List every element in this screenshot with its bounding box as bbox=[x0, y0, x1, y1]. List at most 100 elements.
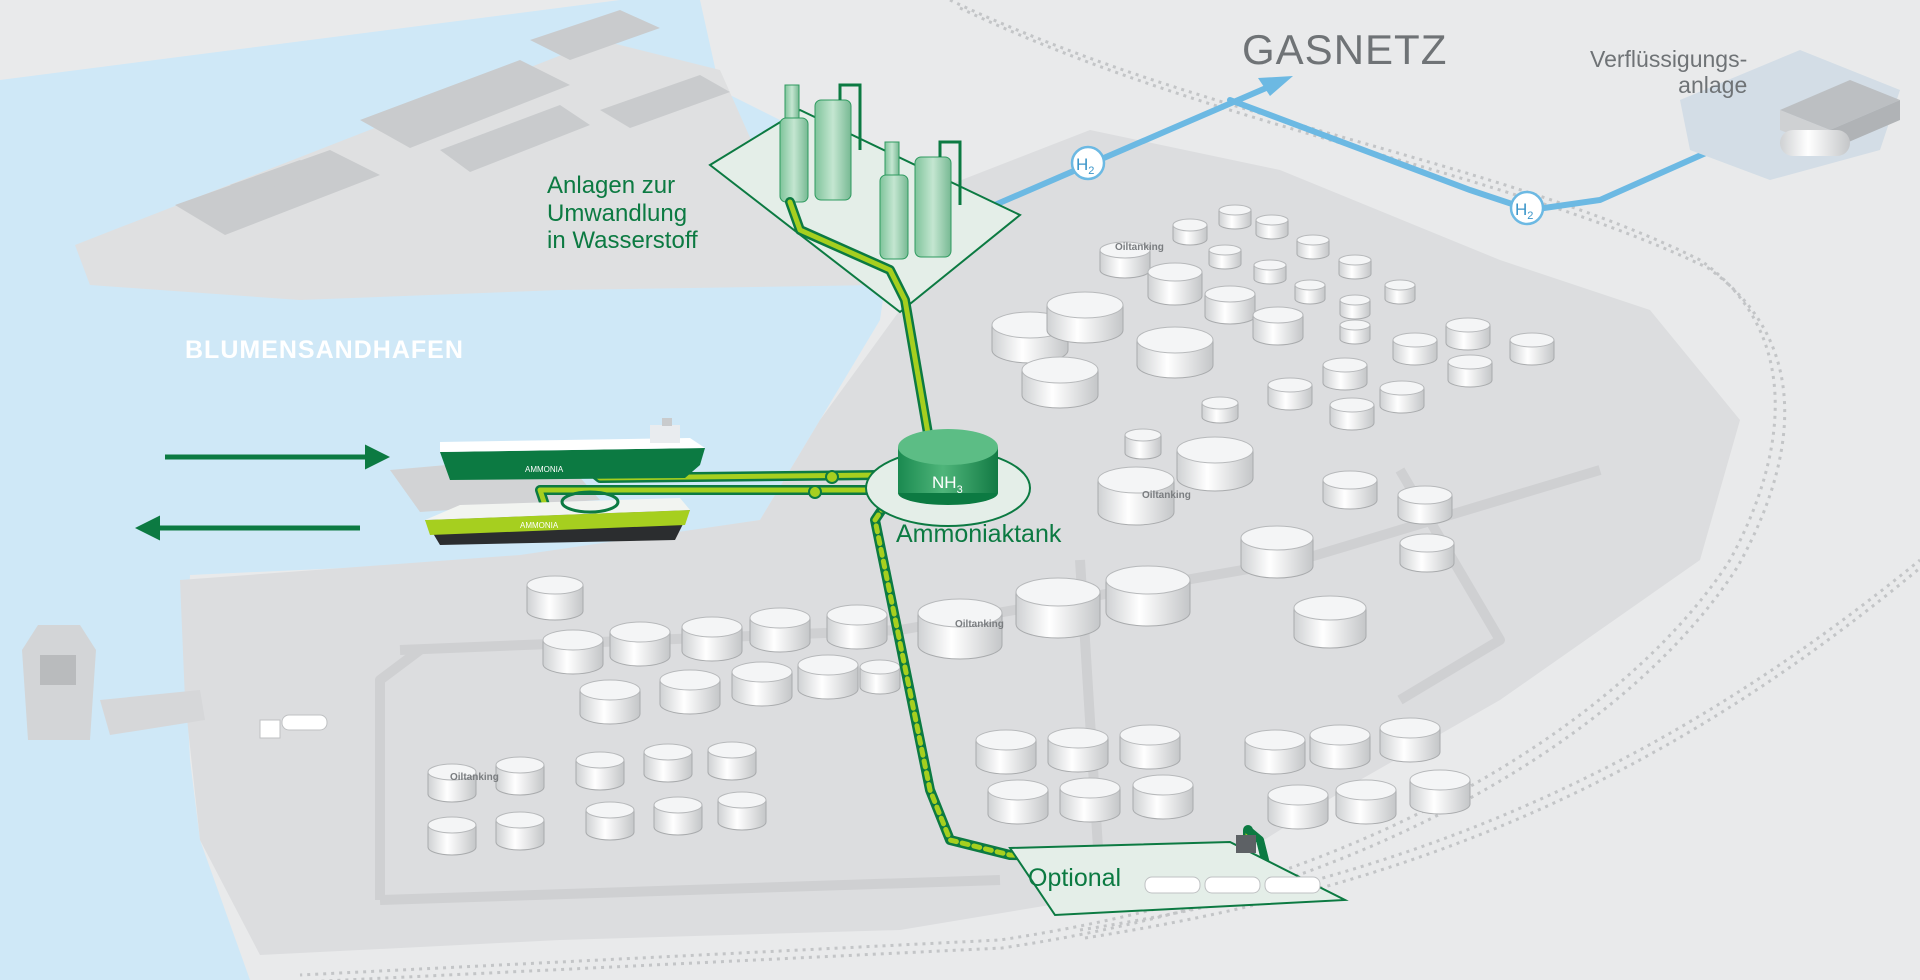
storage-tank-roof bbox=[1172, 218, 1208, 232]
storage-tank-roof bbox=[1509, 332, 1555, 348]
storage-tank-roof bbox=[1267, 784, 1329, 806]
conversion-plant[interactable] bbox=[708, 83, 1022, 314]
optional-rail-loading[interactable] bbox=[1008, 835, 1349, 917]
storage-tank-roof bbox=[1338, 254, 1372, 266]
optional-label: Optional bbox=[1028, 864, 1122, 892]
svg-text:AMMONIA: AMMONIA bbox=[525, 465, 564, 474]
storage-tank-roof bbox=[659, 669, 721, 691]
storage-tank-roof bbox=[643, 743, 693, 761]
storage-tank bbox=[653, 804, 703, 836]
storage-tank-roof bbox=[1218, 204, 1252, 216]
storage-tank-roof bbox=[1322, 357, 1368, 373]
storage-tank-roof bbox=[749, 607, 811, 629]
storage-tank-roof bbox=[1397, 485, 1453, 505]
storage-tank-roof bbox=[585, 801, 635, 819]
liquefaction-label-line1: Verflüssigungs- bbox=[1590, 46, 1748, 72]
storage-tank-roof bbox=[1399, 533, 1455, 553]
storage-tank bbox=[495, 764, 545, 796]
south-quay bbox=[100, 690, 205, 735]
storage-tank-roof bbox=[1204, 285, 1256, 303]
tank-brand-label: Oiltanking bbox=[1142, 490, 1191, 501]
storage-tank-roof bbox=[1392, 332, 1438, 348]
storage-tank-roof bbox=[1335, 779, 1397, 801]
tank-brand-label: Oiltanking bbox=[1115, 242, 1164, 253]
storage-tank bbox=[495, 819, 545, 851]
tanker-truck bbox=[259, 714, 328, 739]
tank-brand-label: Oiltanking bbox=[450, 772, 499, 783]
storage-tank-roof bbox=[1309, 724, 1371, 746]
ammonia-tank[interactable]: NH3 bbox=[865, 429, 1031, 527]
storage-tank-roof bbox=[579, 679, 641, 701]
storage-tank-roof bbox=[1379, 717, 1441, 739]
storage-tank-roof bbox=[859, 659, 901, 675]
h2-badge-liquefaction: H2 bbox=[1509, 190, 1545, 226]
storage-tank-roof bbox=[975, 729, 1037, 751]
storage-tank-roof bbox=[1329, 397, 1375, 413]
storage-tank-roof bbox=[1296, 234, 1330, 246]
storage-tank bbox=[585, 809, 635, 841]
storage-tank-roof bbox=[1384, 279, 1416, 291]
storage-tank-roof bbox=[1339, 319, 1371, 331]
storage-tank-roof bbox=[427, 816, 477, 834]
nh3-tank-formula: NH3 bbox=[932, 473, 963, 496]
storage-tank bbox=[717, 799, 767, 831]
tank-brand-label: Oiltanking bbox=[955, 619, 1004, 630]
storage-tank-roof bbox=[1293, 595, 1367, 621]
storage-tank-roof bbox=[1240, 525, 1314, 551]
svg-text:H2: H2 bbox=[1515, 200, 1533, 222]
h2-badge-gas-grid: H2 bbox=[1070, 145, 1106, 181]
storage-tank-roof bbox=[575, 751, 625, 769]
storage-tank-roof bbox=[1097, 466, 1175, 494]
storage-tank-roof bbox=[1267, 377, 1313, 393]
storage-tank-roof bbox=[1322, 470, 1378, 490]
storage-tank-roof bbox=[609, 621, 671, 643]
storage-tank-roof bbox=[826, 604, 888, 626]
svg-text:AMMONIA: AMMONIA bbox=[520, 521, 559, 530]
bunker-vessel: AMMONIA bbox=[425, 490, 690, 545]
storage-tank-roof bbox=[1244, 729, 1306, 751]
storage-tank-roof bbox=[1201, 396, 1239, 410]
storage-tank-roof bbox=[542, 629, 604, 651]
storage-tank-roof bbox=[1252, 306, 1304, 324]
storage-tank bbox=[575, 759, 625, 791]
gas-grid-arrow bbox=[1258, 76, 1293, 96]
storage-tank-roof bbox=[1119, 724, 1181, 746]
conversion-label-line1: Anlagen zur bbox=[547, 172, 676, 199]
storage-tank bbox=[1252, 314, 1304, 346]
svg-text:H2: H2 bbox=[1076, 155, 1094, 177]
storage-tank-roof bbox=[1099, 241, 1151, 259]
storage-tank-roof bbox=[717, 791, 767, 809]
cruise-ship bbox=[22, 625, 96, 740]
storage-tank bbox=[427, 824, 477, 856]
storage-tank bbox=[643, 751, 693, 783]
storage-tank-roof bbox=[1447, 354, 1493, 370]
storage-tank-roof bbox=[1132, 774, 1194, 796]
storage-tank-roof bbox=[987, 779, 1049, 801]
storage-tank-roof bbox=[1015, 577, 1101, 607]
storage-tank-roof bbox=[1147, 262, 1203, 282]
storage-tank-roof bbox=[917, 598, 1003, 628]
storage-tank bbox=[859, 666, 901, 695]
pipeline-valves bbox=[808, 470, 839, 499]
liquefaction-plant-label: Verflüssigungs- anlage bbox=[1590, 46, 1747, 99]
conversion-plant-label: Anlagen zur Umwandlung in Wasserstoff bbox=[547, 172, 698, 255]
storage-tank-roof bbox=[1136, 326, 1214, 354]
storage-tank-roof bbox=[1059, 777, 1121, 799]
storage-tank-roof bbox=[797, 654, 859, 676]
storage-tank-roof bbox=[1255, 214, 1289, 226]
storage-tank-roof bbox=[526, 575, 584, 595]
storage-tank-roof bbox=[427, 763, 477, 781]
storage-tank-roof bbox=[1409, 769, 1471, 791]
storage-tank-roof bbox=[1445, 317, 1491, 333]
conversion-label-line3: in Wasserstoff bbox=[547, 227, 698, 255]
storage-tank-roof bbox=[1379, 380, 1425, 396]
storage-tank-roof bbox=[1105, 565, 1191, 595]
storage-tank-roof bbox=[1339, 294, 1371, 306]
ammonia-tanker-ship: AMMONIA bbox=[440, 418, 705, 480]
storage-tank-roof bbox=[1047, 727, 1109, 749]
ammonia-tank-label: Ammoniaktank bbox=[896, 520, 1062, 548]
storage-tank bbox=[526, 584, 584, 621]
pier-buildings bbox=[175, 10, 730, 235]
